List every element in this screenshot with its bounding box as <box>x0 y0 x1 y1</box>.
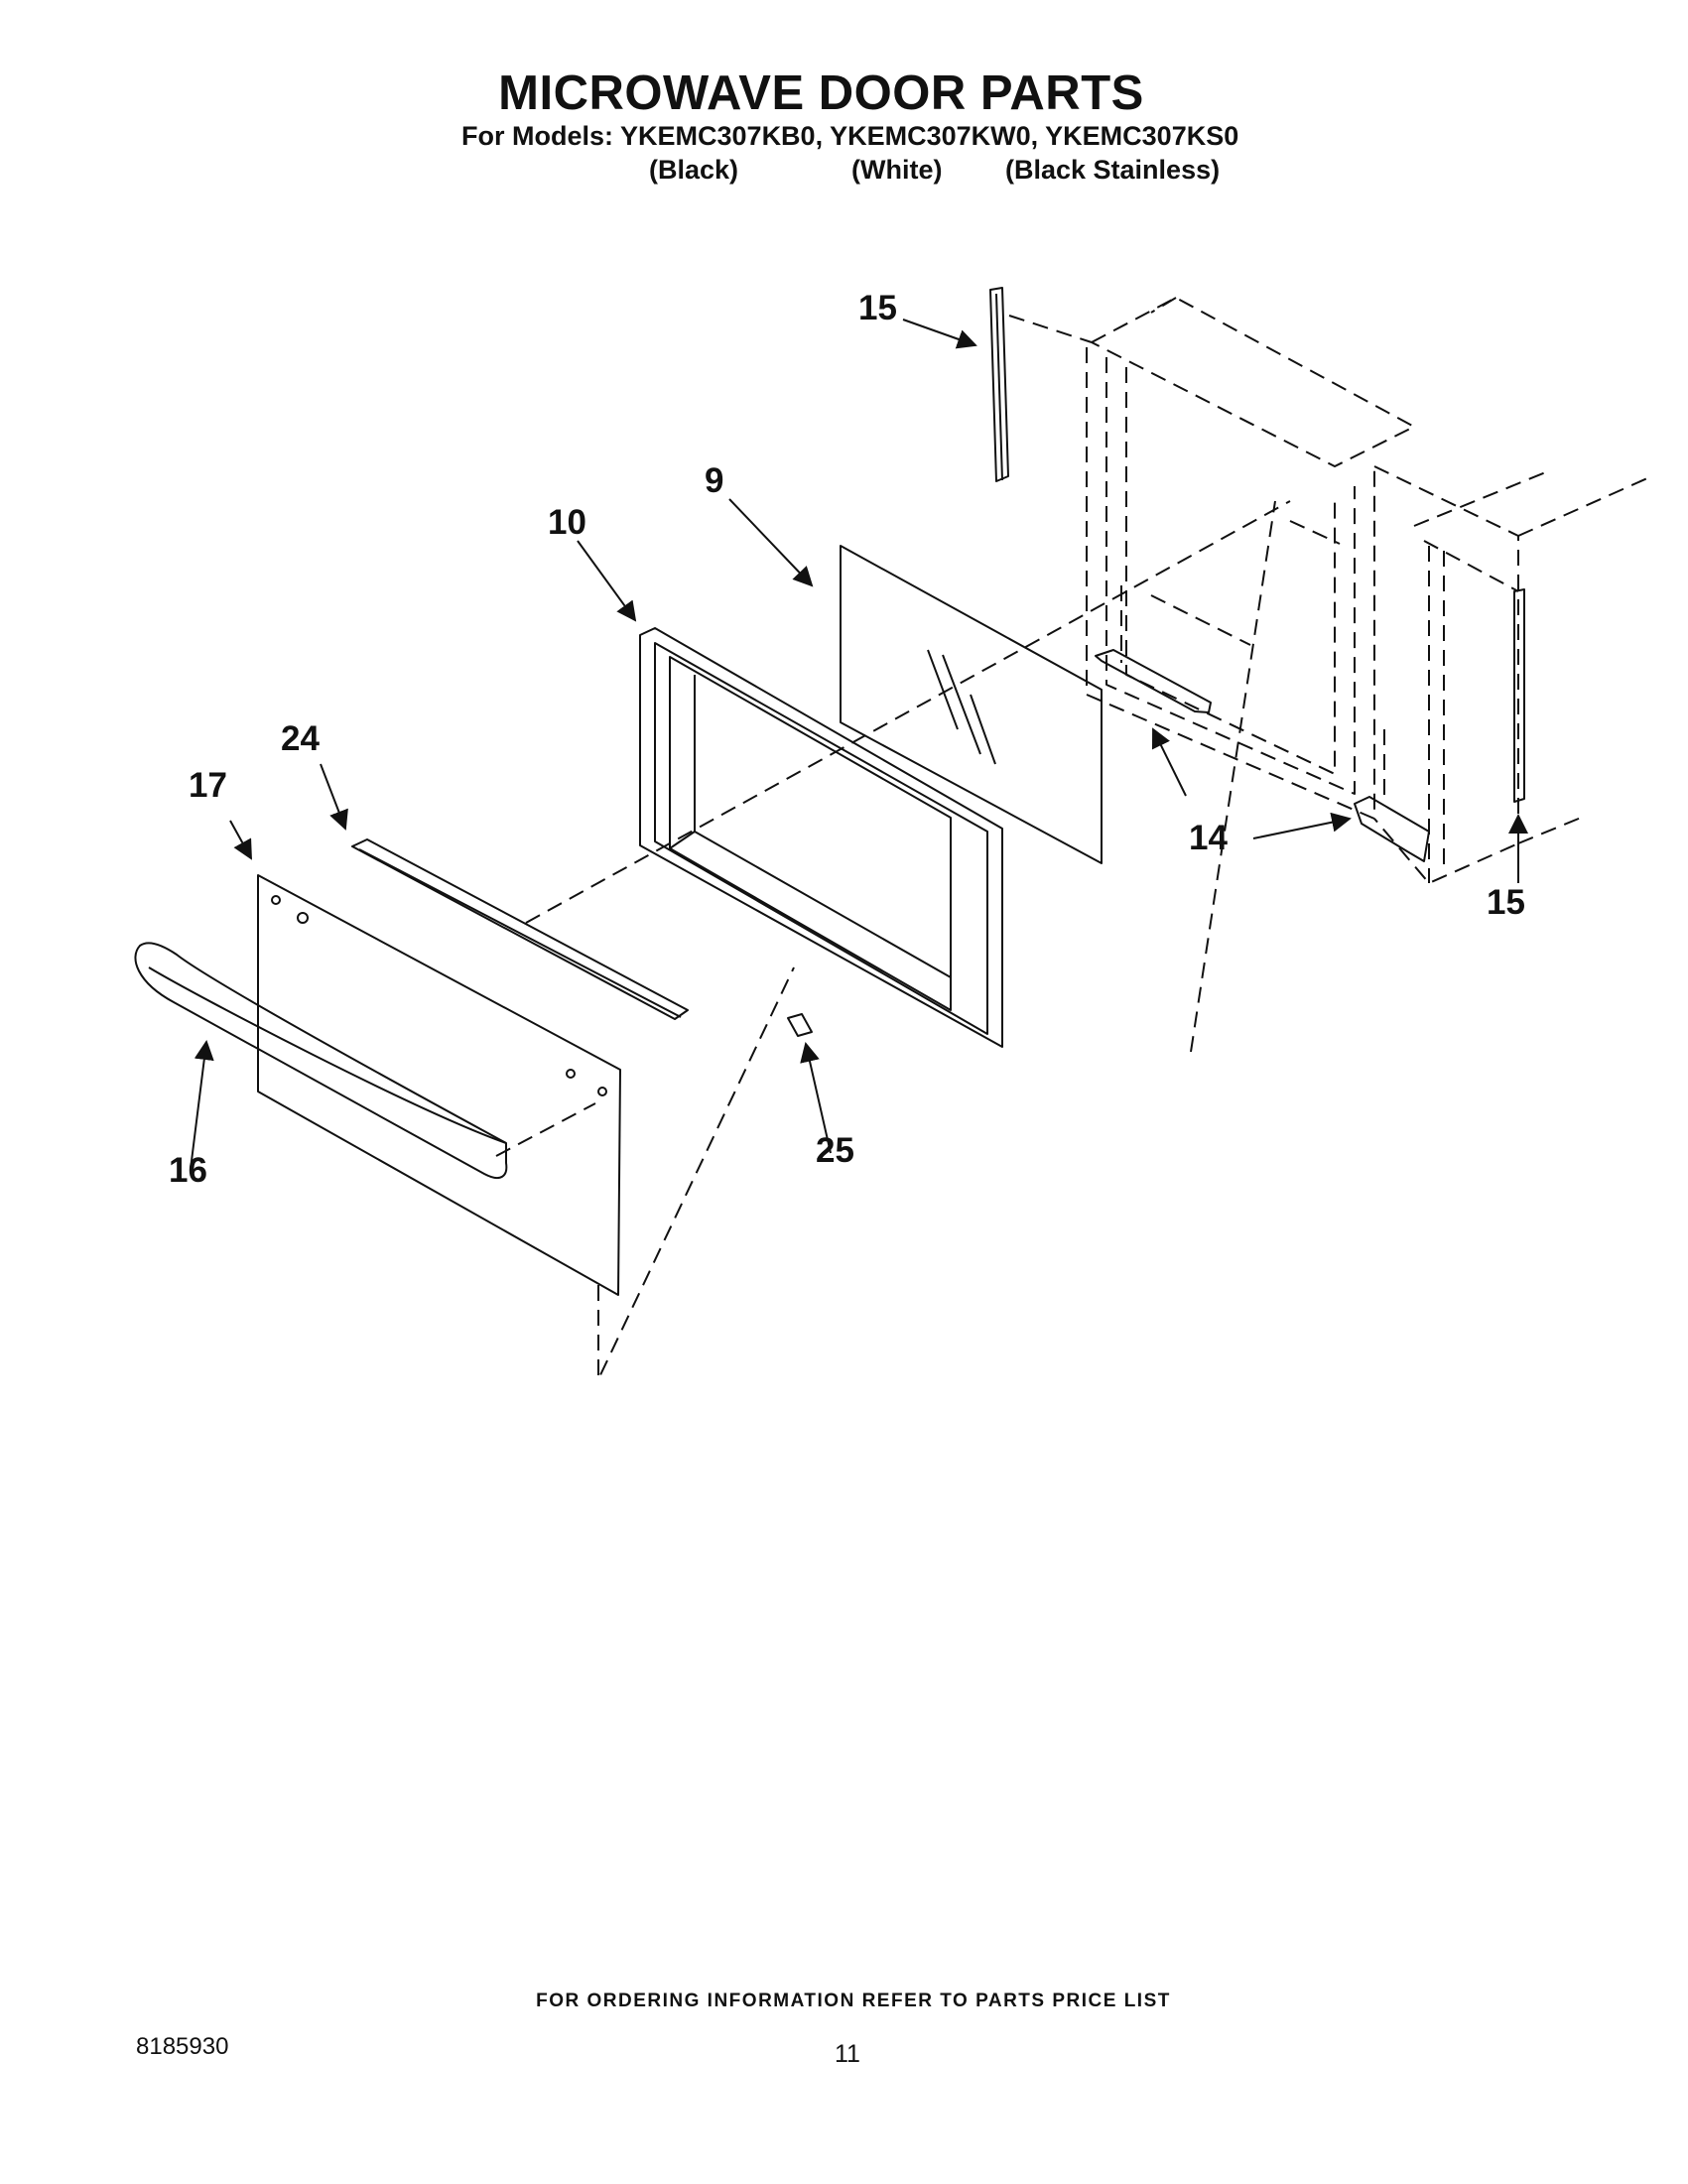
callout-9: 9 <box>705 461 724 500</box>
part-25-latch <box>787 1013 813 1037</box>
page-number: 11 <box>835 2040 860 2068</box>
callout-24: 24 <box>281 719 320 758</box>
callout-16: 16 <box>169 1151 207 1190</box>
variant-white: (White) <box>851 155 943 185</box>
variant-black: (Black) <box>649 155 739 185</box>
part-14-brackets <box>1095 649 1430 862</box>
part-24-hinge-strip <box>351 838 689 1020</box>
callout-15-right: 15 <box>1487 883 1525 922</box>
part-9-glass-panel <box>840 545 1103 864</box>
part-10-door-frame <box>639 627 1003 1048</box>
variant-black-stainless: (Black Stainless) <box>1005 155 1221 185</box>
part-15-top-door-seal <box>989 287 1009 482</box>
ordering-note: FOR ORDERING INFORMATION REFER TO PARTS … <box>536 1991 1171 2011</box>
part-15-right-door-seal <box>1513 588 1525 803</box>
callout-leaders <box>190 319 1528 1170</box>
callout-10: 10 <box>548 503 586 542</box>
callout-25: 25 <box>816 1131 854 1170</box>
callout-17: 17 <box>189 766 227 805</box>
document-number: 8185930 <box>136 2033 229 2060</box>
models-line: For Models: YKEMC307KB0, YKEMC307KW0, YK… <box>461 121 1239 151</box>
part-17-outer-door-panel <box>257 874 621 1296</box>
part-16-door-handle <box>134 942 508 1179</box>
assembly-lines <box>495 315 1519 1380</box>
page-title: MICROWAVE DOOR PARTS <box>498 66 1144 120</box>
microwave-cavity-outline <box>1086 297 1648 884</box>
callout-15-top: 15 <box>858 289 897 327</box>
callout-14: 14 <box>1189 819 1228 857</box>
